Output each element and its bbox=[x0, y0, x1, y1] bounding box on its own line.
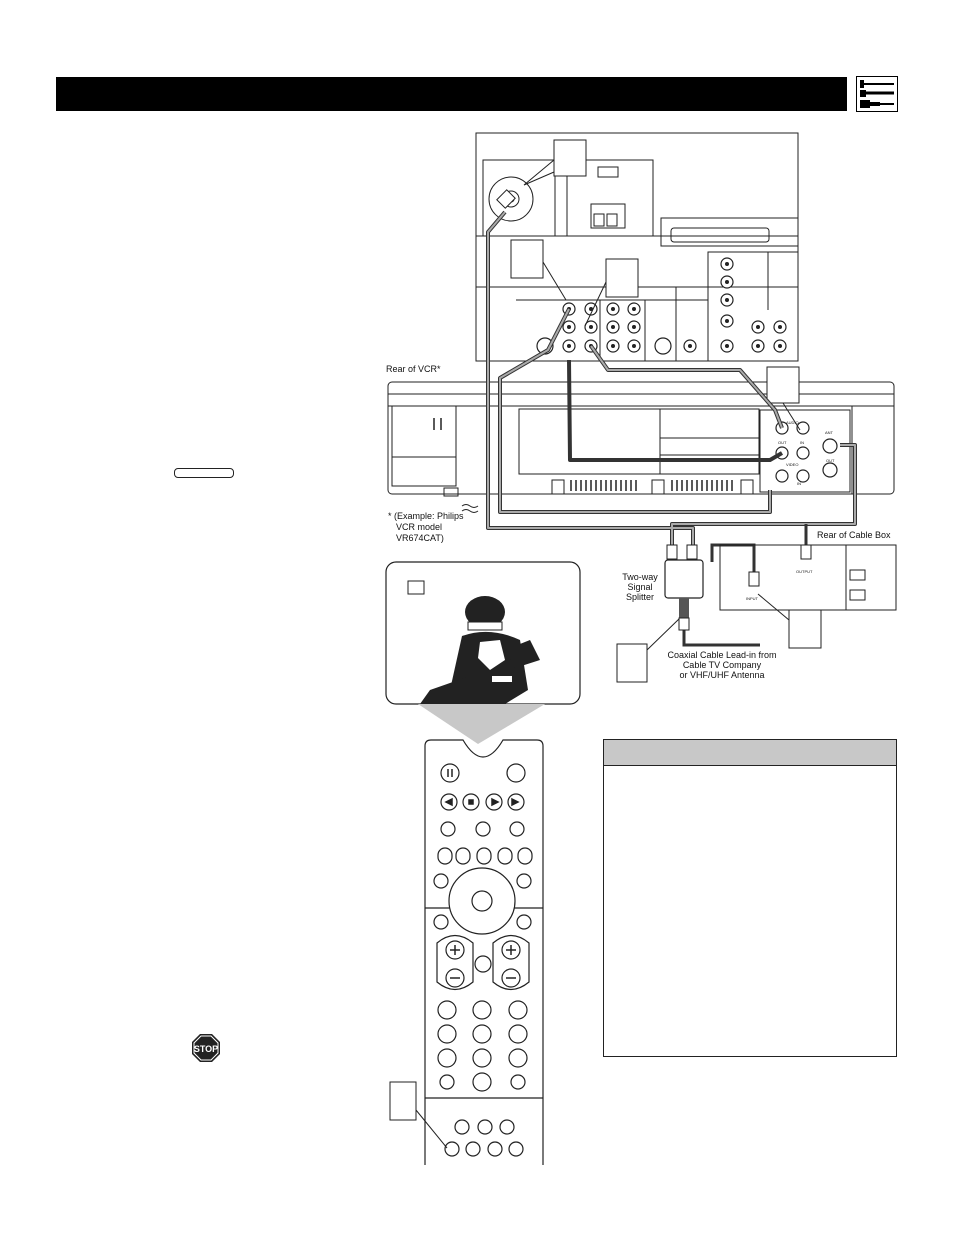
tv-rear-panel bbox=[475, 132, 799, 362]
svg-text:STOP: STOP bbox=[194, 1044, 218, 1054]
vcr-ant-label: ANT bbox=[825, 430, 833, 435]
lead-in-label-3: or VHF/UHF Antenna bbox=[679, 670, 765, 680]
vcr-ant-in-label: IN bbox=[797, 481, 801, 486]
cable-box-output-label: OUTPUT bbox=[796, 569, 813, 574]
vcr-footnote-line-1: * (Example: Philips bbox=[388, 511, 464, 521]
vcr-ant-out-label: OUT bbox=[826, 458, 835, 463]
button-marker bbox=[174, 468, 234, 478]
vcr-video-label: VIDEO bbox=[786, 462, 799, 467]
splitter-label-2: Signal bbox=[627, 582, 653, 592]
splitter-label-1: Two-way bbox=[622, 572, 658, 582]
lead-in-label-1: Coaxial Cable Lead-in from bbox=[667, 650, 777, 660]
stop-icon: STOP bbox=[191, 1033, 221, 1063]
connection-icon bbox=[856, 76, 898, 112]
splitter-label-3: Splitter bbox=[625, 592, 654, 602]
cable-box-input-label: INPUT bbox=[746, 596, 758, 601]
two-way-splitter bbox=[664, 559, 704, 599]
vcr-in-label: IN bbox=[800, 440, 804, 445]
rear-of-cable-box-label: Rear of Cable Box bbox=[817, 530, 891, 540]
vcr-footnote-line-3: VR674CAT) bbox=[396, 533, 444, 543]
note-box-header bbox=[604, 740, 896, 766]
vcr-out-label: OUT bbox=[778, 440, 787, 445]
vcr-rear bbox=[387, 381, 895, 495]
vcr-audio-label: AUDIO bbox=[786, 420, 799, 425]
rear-of-vcr-label: Rear of VCR* bbox=[386, 364, 441, 374]
lead-in-label-2: Cable TV Company bbox=[682, 660, 762, 670]
page-header-bar bbox=[56, 77, 847, 111]
vcr-footnote-line-2: VCR model bbox=[396, 522, 443, 532]
note-box bbox=[603, 739, 897, 1057]
